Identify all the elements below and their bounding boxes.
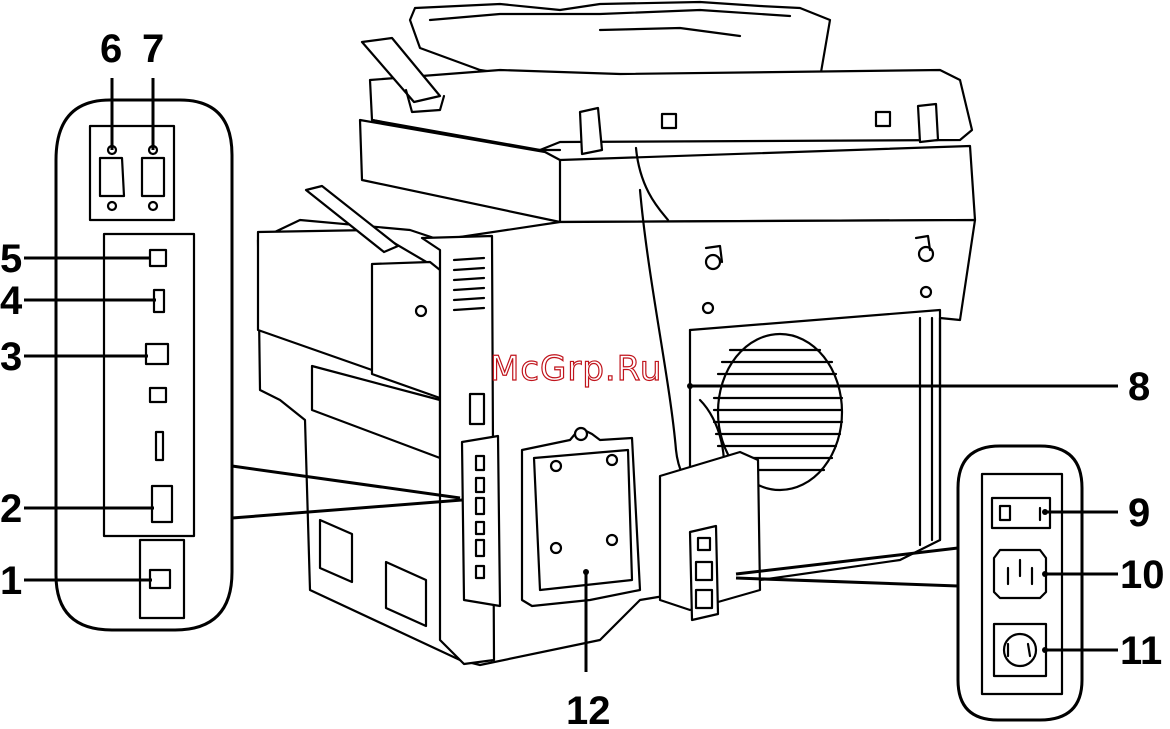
callout-11: 11 — [1120, 629, 1162, 673]
callout-10: 10 — [1120, 553, 1165, 597]
scanner-unit — [360, 2, 975, 222]
ethernet-port-3 — [146, 344, 168, 364]
phone-line-port-1 — [150, 570, 170, 588]
callout-7: 7 — [142, 27, 164, 71]
serial-port-7 — [142, 146, 164, 210]
callout-3: 3 — [0, 335, 22, 379]
printer-main-body — [258, 148, 975, 665]
usb-device-port-5 — [150, 250, 166, 266]
printer-illustration — [258, 2, 975, 665]
callout-9: 9 — [1128, 491, 1150, 535]
power-inlet — [994, 550, 1046, 598]
callout-1: 1 — [0, 559, 22, 603]
watermark-text: McGrp.Ru — [490, 349, 662, 389]
usb-port-2 — [152, 486, 172, 522]
serial-port-6 — [100, 146, 124, 210]
power-module-on-printer — [660, 452, 760, 620]
outlet-11 — [994, 624, 1046, 676]
callout-4: 4 — [0, 279, 23, 323]
callout-8: 8 — [1128, 365, 1150, 409]
callout-6: 6 — [100, 27, 122, 71]
callout-2: 2 — [0, 487, 22, 531]
power-switch — [992, 498, 1050, 528]
callout-12: 12 — [566, 689, 611, 729]
option-plate — [522, 428, 640, 606]
callout-5: 5 — [0, 237, 22, 281]
